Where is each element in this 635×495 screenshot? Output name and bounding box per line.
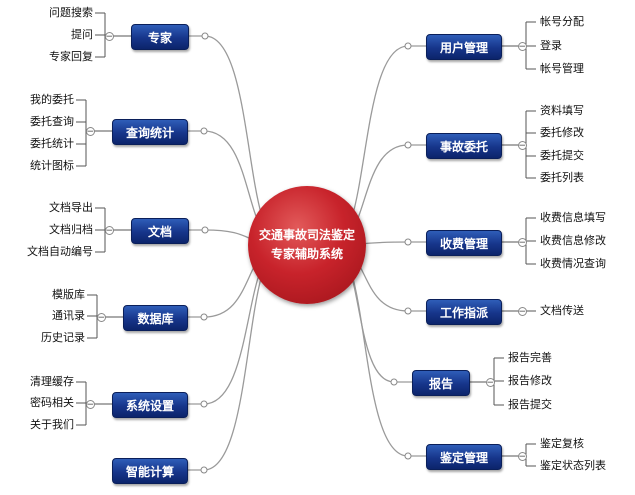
leaf-fee-management-1[interactable]: 收费信息修改: [540, 234, 606, 247]
leaf-fee-management-0[interactable]: 收费信息填写: [540, 211, 606, 224]
leaf-system-settings-1[interactable]: 密码相关: [30, 396, 74, 409]
collapse-toggle-user-management[interactable]: −: [517, 41, 527, 52]
leaf-accident-commission-3[interactable]: 委托列表: [540, 171, 584, 184]
leaf-query-stats-0[interactable]: 我的委托: [30, 93, 74, 106]
link-endpoint-report: [390, 378, 398, 386]
collapse-toggle-system-settings[interactable]: −: [85, 399, 95, 410]
link-endpoint-database: [200, 313, 208, 321]
collapse-toggle-accident-commission[interactable]: −: [517, 140, 527, 151]
leaf-documents-1[interactable]: 文档归档: [49, 223, 93, 236]
link-endpoint-accident-commission: [404, 141, 412, 149]
branch-smart-calc[interactable]: 智能计算: [112, 458, 188, 484]
branch-user-management[interactable]: 用户管理: [426, 34, 502, 60]
link-endpoint-appraisal-management: [404, 452, 412, 460]
link-endpoint-work-guidance: [404, 307, 412, 315]
leaf-work-guidance-0[interactable]: 文档传送: [540, 304, 584, 317]
leaf-appraisal-management-0[interactable]: 鉴定复核: [540, 437, 584, 450]
branch-work-guidance[interactable]: 工作指派: [426, 299, 502, 325]
leaf-report-2[interactable]: 报告提交: [508, 398, 552, 411]
leaf-documents-2[interactable]: 文档自动编号: [27, 245, 93, 258]
leaf-query-stats-2[interactable]: 委托统计: [30, 137, 74, 150]
leaf-report-0[interactable]: 报告完善: [508, 351, 552, 364]
collapse-toggle-fee-management[interactable]: −: [517, 237, 527, 248]
central-topic-line-2: 专家辅助系统: [270, 247, 343, 261]
leaf-report-1[interactable]: 报告修改: [508, 374, 552, 387]
leaf-database-0[interactable]: 模版库: [52, 288, 85, 301]
collapse-toggle-database[interactable]: −: [96, 312, 106, 323]
central-topic-line-1: 交通事故司法鉴定: [258, 228, 355, 242]
collapse-toggle-documents[interactable]: −: [104, 225, 114, 236]
leaf-accident-commission-2[interactable]: 委托提交: [540, 149, 584, 162]
leaf-accident-commission-0[interactable]: 资料填写: [540, 104, 584, 117]
link-endpoint-query-stats: [200, 127, 208, 135]
leaf-query-stats-3[interactable]: 统计图标: [30, 159, 74, 172]
branch-report[interactable]: 报告: [412, 370, 470, 396]
leaf-accident-commission-1[interactable]: 委托修改: [540, 126, 584, 139]
collapse-toggle-expert[interactable]: −: [104, 31, 114, 42]
link-endpoint-smart-calc: [200, 466, 208, 474]
leaf-appraisal-management-1[interactable]: 鉴定状态列表: [540, 459, 606, 472]
leaf-system-settings-0[interactable]: 清理缓存: [30, 375, 74, 388]
branch-query-stats[interactable]: 查询统计: [112, 119, 188, 145]
leaf-expert-1[interactable]: 提问: [71, 28, 93, 41]
leaf-system-settings-2[interactable]: 关于我们: [30, 418, 74, 431]
collapse-toggle-appraisal-management[interactable]: −: [517, 451, 527, 462]
branch-documents[interactable]: 文档: [131, 218, 189, 244]
leaf-fee-management-2[interactable]: 收费情况查询: [540, 257, 606, 270]
leaf-expert-0[interactable]: 问题搜索: [49, 6, 93, 19]
leaf-user-management-0[interactable]: 帐号分配: [540, 15, 584, 28]
branch-expert[interactable]: 专家: [131, 24, 189, 50]
collapse-toggle-query-stats[interactable]: −: [85, 126, 95, 137]
leaf-documents-0[interactable]: 文档导出: [49, 201, 93, 214]
branch-accident-commission[interactable]: 事故委托: [426, 133, 502, 159]
leaf-query-stats-1[interactable]: 委托查询: [30, 115, 74, 128]
branch-system-settings[interactable]: 系统设置: [112, 392, 188, 418]
branch-database[interactable]: 数据库: [123, 305, 188, 331]
leaf-user-management-2[interactable]: 帐号管理: [540, 62, 584, 75]
link-endpoint-system-settings: [200, 400, 208, 408]
link-endpoint-user-management: [404, 42, 412, 50]
leaf-expert-2[interactable]: 专家回复: [49, 50, 93, 63]
leaf-database-2[interactable]: 历史记录: [41, 331, 85, 344]
link-endpoint-expert: [201, 32, 209, 40]
branch-fee-management[interactable]: 收费管理: [426, 230, 502, 256]
collapse-toggle-report[interactable]: −: [485, 377, 495, 388]
link-endpoint-documents: [201, 226, 209, 234]
leaf-user-management-1[interactable]: 登录: [540, 39, 562, 52]
central-topic[interactable]: 交通事故司法鉴定 专家辅助系统: [248, 186, 366, 304]
collapse-toggle-work-guidance[interactable]: −: [517, 306, 527, 317]
leaf-database-1[interactable]: 通讯录: [52, 309, 85, 322]
branch-appraisal-management[interactable]: 鉴定管理: [426, 444, 502, 470]
link-endpoint-fee-management: [404, 238, 412, 246]
